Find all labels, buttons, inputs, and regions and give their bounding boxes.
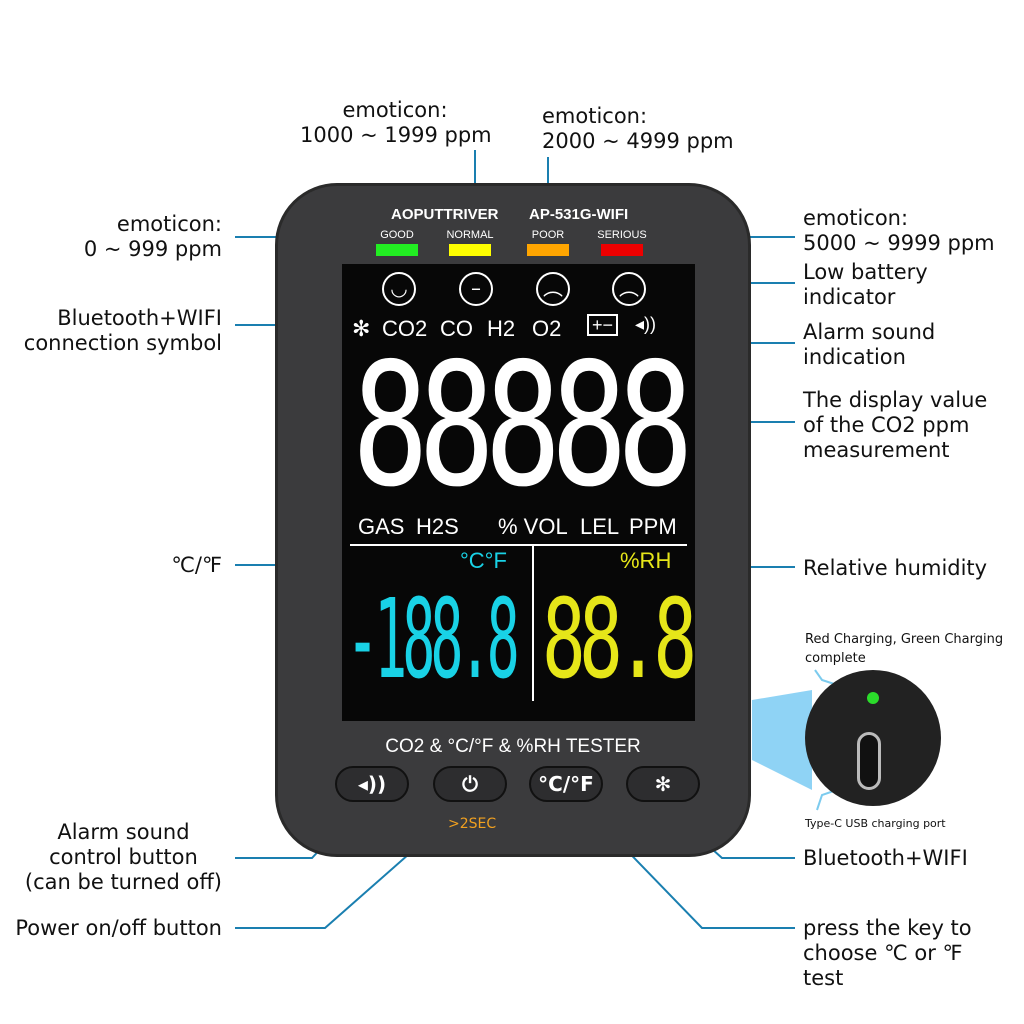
brand-label: AOPUTTRIVER: [391, 206, 499, 223]
bluetooth-icon: ✻: [352, 316, 371, 341]
power-icon: ⏻: [462, 772, 478, 796]
level-normal: NORMAL: [435, 229, 505, 256]
annotation-emo1: emoticon: 0 ~ 999 ppm: [83, 212, 222, 261]
annotation-alarm-btn: Alarm sound control button (can be turne…: [24, 820, 222, 894]
annotation-emo2: emoticon: 1000 ~ 1999 ppm: [300, 98, 492, 147]
power-button[interactable]: ⏻: [433, 766, 507, 802]
neutral-face-icon: –: [459, 272, 493, 306]
level-poor: POOR: [513, 229, 583, 256]
annotation-emo3: emoticon: 2000 ~ 4999 ppm: [542, 104, 734, 153]
temp-unit: °C°F: [460, 548, 507, 573]
model-label: AP-531G-WIFI: [529, 206, 629, 223]
unit-ppm: PPM: [629, 514, 677, 539]
sad-face-icon: ︵: [536, 272, 570, 306]
inset-cone: [752, 690, 812, 790]
annotation-battery: Low battery indicator: [803, 260, 928, 309]
unit-gas: GAS: [358, 514, 405, 539]
gas-co: CO: [440, 316, 473, 341]
gas-co2: CO2: [382, 316, 428, 341]
device-title: CO2 & °C/°F & %RH TESTER: [385, 736, 641, 757]
power-hint: >2SEC: [448, 816, 497, 832]
level-good: GOOD: [362, 229, 432, 256]
annotation-bt-symbol: Bluetooth+WIFI connection symbol: [23, 306, 222, 355]
temp-unit-button[interactable]: °C/°F: [529, 766, 603, 802]
battery-icon: +−: [587, 314, 619, 336]
happy-face-icon: ◡: [382, 272, 416, 306]
annotation-alarm: Alarm sound indication: [803, 320, 936, 369]
annotation-display: The display value of the CO2 ppm measure…: [803, 388, 988, 462]
co2-meter: AOPUTTRIVER AP-531G-WIFI GOOD NORMAL POO…: [275, 183, 751, 857]
divider: [350, 544, 687, 546]
annotation-charging: Red Charging, Green Charging complete: [805, 632, 1004, 666]
charging-port-inset: [805, 670, 941, 806]
rh-reading: 88.8: [542, 575, 697, 703]
alarm-sound-icon: ◂)): [635, 314, 657, 334]
gas-h2: H2: [487, 316, 516, 341]
co2-reading: 88888: [352, 327, 694, 525]
rh-unit: %RH: [620, 548, 672, 573]
annotation-bt-btn: Bluetooth+WIFI: [803, 846, 968, 870]
unit-h2s: H2S: [416, 514, 459, 539]
annotation-emo4: emoticon: 5000 ~ 9999 ppm: [803, 206, 995, 255]
annotation-temp-btn: press the key to choose ℃ or ℉ test: [803, 916, 972, 990]
annotation-rh: Relative humidity: [803, 556, 988, 580]
level-serious: SERIOUS: [587, 229, 657, 256]
divider-vertical: [532, 546, 534, 701]
usb-c-port: [857, 732, 881, 790]
crying-face-icon: ︵: [612, 272, 646, 306]
annotation-power-btn: Power on/off button: [15, 916, 222, 940]
unit-vol: % VOL: [498, 514, 568, 539]
charge-led: [867, 692, 879, 704]
alarm-sound-button[interactable]: ◂)): [335, 766, 409, 802]
bluetooth-icon: ✻: [654, 772, 672, 796]
gas-o2: O2: [532, 316, 562, 341]
annotation-temp: ℃/℉: [171, 553, 222, 577]
lcd-screen: ◡ – ︵ ︵ ✻ CO2 CO H2 O2 +− ◂)) 88888 GAS …: [342, 264, 697, 721]
unit-lel: LEL: [580, 514, 620, 539]
speaker-icon: ◂)): [357, 772, 387, 796]
annotation-usb: Type-C USB charging port: [805, 817, 946, 830]
temp-reading: -188.8: [346, 575, 520, 703]
bluetooth-button[interactable]: ✻: [626, 766, 700, 802]
